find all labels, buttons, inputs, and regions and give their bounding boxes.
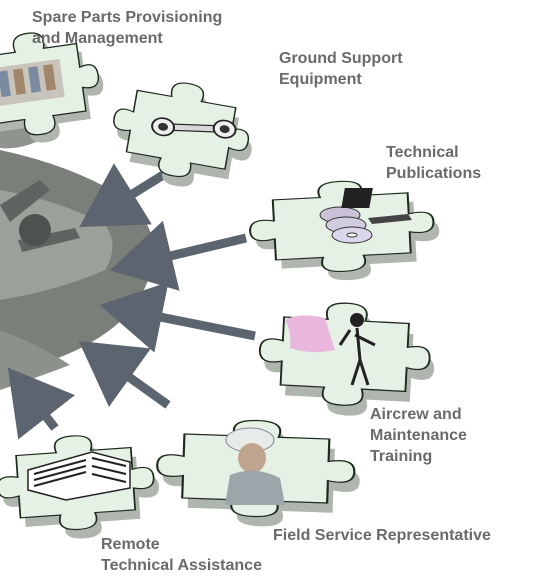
label-remote-assist-line-2: Technical Assistance xyxy=(101,557,262,574)
label-spare-parts-line-2: and Management xyxy=(32,30,163,47)
office-building-icon xyxy=(27,451,131,501)
label-ground-support: Ground Support Equipment xyxy=(279,48,403,90)
label-remote-assist: Remote Technical Assistance xyxy=(101,534,262,576)
warehouse-icon xyxy=(0,58,65,107)
label-training-line-2: Maintenance xyxy=(370,427,467,444)
arrows xyxy=(7,163,256,440)
instructor-icon xyxy=(285,313,376,386)
cd-laptop-icon xyxy=(319,188,412,244)
label-remote-assist-line-1: Remote xyxy=(101,536,160,553)
label-ground-support-line-1: Ground Support xyxy=(279,50,403,67)
label-training-line-1: Aircrew and xyxy=(370,406,462,423)
puzzle-ground-support xyxy=(105,71,260,198)
puzzle-spare-parts xyxy=(0,23,111,152)
wrench-icon xyxy=(151,117,237,139)
label-ground-support-line-2: Equipment xyxy=(279,71,362,88)
arrow-ground-support xyxy=(79,163,171,227)
arrow-field-service xyxy=(78,341,171,409)
label-training: Aircrew and Maintenance Training xyxy=(370,404,467,467)
arrow-training xyxy=(99,281,256,353)
label-spare-parts-line-1: Spare Parts Provisioning xyxy=(32,9,223,26)
puzzle-training xyxy=(256,297,437,421)
label-tech-pubs-line-1: Technical xyxy=(386,144,459,161)
technician-icon xyxy=(225,427,285,505)
label-training-line-3: Training xyxy=(370,448,433,465)
label-field-service: Field Service Representative xyxy=(273,527,491,544)
label-spare-parts: Spare Parts Provisioning and Management xyxy=(32,7,222,49)
arrow-tech-pubs xyxy=(109,220,248,291)
label-tech-pubs: Technical Publications xyxy=(386,142,481,184)
arrow-remote-assist xyxy=(7,367,75,440)
label-tech-pubs-line-2: Publications xyxy=(386,165,482,182)
